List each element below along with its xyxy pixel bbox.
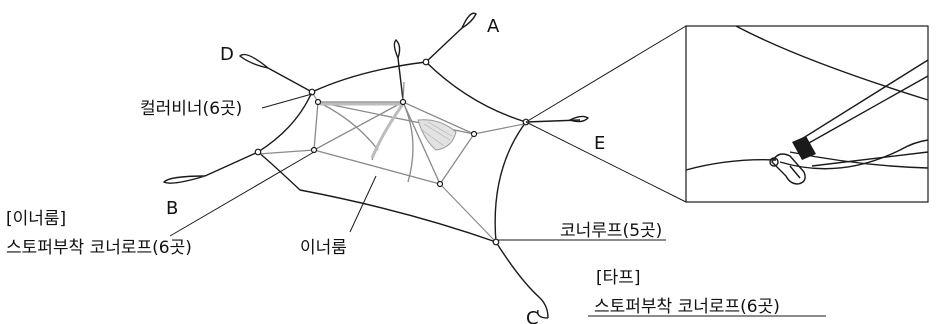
label-inner-stopper-rope: 스토퍼부착 코너로프(6곳) bbox=[6, 238, 192, 258]
label-point-b: B bbox=[166, 198, 178, 219]
stopper-block bbox=[792, 136, 816, 160]
label-tarp-heading: [타프] bbox=[596, 268, 641, 288]
detail-inset bbox=[685, 25, 929, 203]
label-point-d: D bbox=[220, 44, 234, 65]
carabiner-icon bbox=[769, 153, 806, 185]
label-point-a: A bbox=[487, 16, 500, 37]
label-carabiner: 컬러비너(6곳) bbox=[140, 99, 242, 119]
guy-ropes bbox=[162, 12, 590, 319]
corner-points bbox=[254, 58, 530, 246]
label-point-e: E bbox=[594, 133, 605, 154]
label-inner-room: 이너룸 bbox=[300, 238, 347, 258]
text-labels: A D E B C 컬러비너(6곳) [이너룸] 스토퍼부착 코너로프(6곳) … bbox=[6, 16, 780, 324]
label-inner-heading: [이너룸] bbox=[6, 209, 66, 229]
inner-mesh-panel bbox=[417, 119, 457, 151]
zoom-connector bbox=[525, 25, 687, 203]
ridge-highlights bbox=[320, 102, 405, 159]
label-point-c: C bbox=[526, 308, 539, 324]
leader-lines bbox=[169, 93, 826, 317]
label-tarp-stopper-rope: 스토퍼부착 코너로프(6곳) bbox=[594, 297, 780, 317]
label-corner-loop: 코너루프(5곳) bbox=[560, 221, 662, 241]
tarp-outline bbox=[256, 61, 528, 244]
